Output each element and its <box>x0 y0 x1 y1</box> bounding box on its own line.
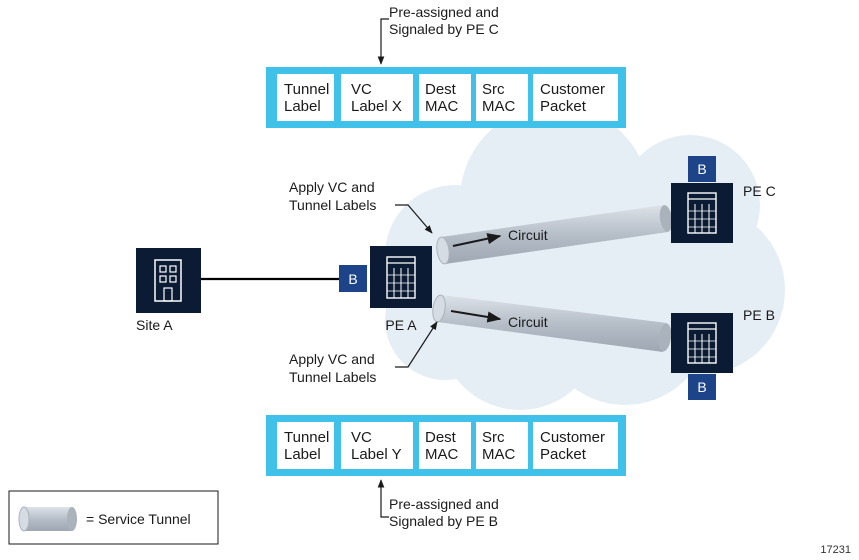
site-a: Site A <box>136 248 201 333</box>
pe-b: B PE B <box>671 307 775 400</box>
bottom-callout: Pre-assigned and Signaled by PE B <box>377 479 499 529</box>
badge-b <box>688 156 716 182</box>
packet-cell <box>533 74 618 121</box>
legend-label: = Service Tunnel <box>86 511 191 527</box>
bottom-packet-header: Tunnel Label VC Label Y Dest MAC Src MAC… <box>266 415 626 476</box>
figure-id: 17231 <box>820 544 851 556</box>
packet-cell <box>341 74 413 121</box>
top-callout: Pre-assigned and Signaled by PE C <box>377 4 499 65</box>
apply-top-line1: Apply VC and <box>289 179 375 195</box>
top-cell-tunnel-line2: Label <box>284 98 321 115</box>
packet-cell <box>341 422 413 469</box>
badge-b <box>688 374 716 400</box>
pe-c: B PE C <box>671 156 776 243</box>
bottom-cell-dest-line1: Dest <box>425 429 457 446</box>
pe-b-badge-label: B <box>697 379 706 395</box>
pe-a-badge-label: B <box>348 271 357 287</box>
bottom-cell-src-line2: MAC <box>482 446 516 463</box>
top-cell-customer-line2: Packet <box>540 98 587 115</box>
top-note-line2: Signaled by PE C <box>389 21 499 37</box>
packet-cell <box>476 422 528 469</box>
packet-cell <box>476 74 528 121</box>
bottom-cell-src-line1: Src <box>482 429 505 446</box>
bottom-cell-tunnel-line1: Tunnel <box>284 429 329 446</box>
packet-cell <box>419 74 471 121</box>
legend: = Service Tunnel <box>8 490 219 545</box>
top-cell-dest-line2: MAC <box>425 98 459 115</box>
bottom-cell-vc-line1: VC <box>351 429 372 446</box>
bottom-cell-vc-line2: Label Y <box>351 446 402 463</box>
packet-cell <box>533 422 618 469</box>
circuit-label-top: Circuit <box>508 227 548 243</box>
circuit-label-bottom: Circuit <box>508 314 548 330</box>
top-packet-header: Tunnel Label VC Label X Dest MAC Src MAC… <box>266 67 626 128</box>
pe-a-label: PE A <box>385 317 417 333</box>
top-cell-vc-line1: VC <box>351 81 372 98</box>
pe-a: B PE A <box>339 246 432 333</box>
site-a-label: Site A <box>136 317 173 333</box>
top-note-line1: Pre-assigned and <box>389 4 499 20</box>
top-cell-src-line1: Src <box>482 81 505 98</box>
service-tunnel-to-pe-b: Circuit <box>432 294 672 352</box>
top-cell-tunnel-line1: Tunnel <box>284 81 329 98</box>
pe-b-label: PE B <box>743 307 775 323</box>
bottom-cell-dest-line2: MAC <box>425 446 459 463</box>
service-tunnel-swatch <box>24 507 72 531</box>
packet-cell <box>277 422 334 469</box>
bottom-cell-customer-line2: Packet <box>540 446 587 463</box>
bottom-note-line1: Pre-assigned and <box>389 496 499 512</box>
packet-cell <box>277 74 334 121</box>
service-tunnel-to-pe-c: Circuit <box>436 205 673 265</box>
bottom-cell-tunnel-line2: Label <box>284 446 321 463</box>
top-cell-dest-line1: Dest <box>425 81 457 98</box>
apply-labels-callout-top: Apply VC and Tunnel Labels <box>289 179 433 234</box>
apply-top-line2: Tunnel Labels <box>289 197 376 213</box>
top-cell-src-line2: MAC <box>482 98 516 115</box>
bottom-cell-customer-line1: Customer <box>540 429 605 446</box>
apply-labels-callout-bottom: Apply VC and Tunnel Labels <box>289 321 438 385</box>
top-cell-vc-line2: Label X <box>351 98 402 115</box>
apply-bottom-line1: Apply VC and <box>289 351 375 367</box>
arrow-icon <box>452 233 502 247</box>
badge-b <box>339 265 367 292</box>
bottom-note-line2: Signaled by PE B <box>389 513 498 529</box>
packet-cell <box>419 422 471 469</box>
pe-c-badge-label: B <box>697 161 706 177</box>
apply-bottom-line2: Tunnel Labels <box>289 369 376 385</box>
top-cell-customer-line1: Customer <box>540 81 605 98</box>
arrow-icon <box>450 310 502 323</box>
building-icon <box>136 248 201 313</box>
pe-c-label: PE C <box>743 183 776 199</box>
